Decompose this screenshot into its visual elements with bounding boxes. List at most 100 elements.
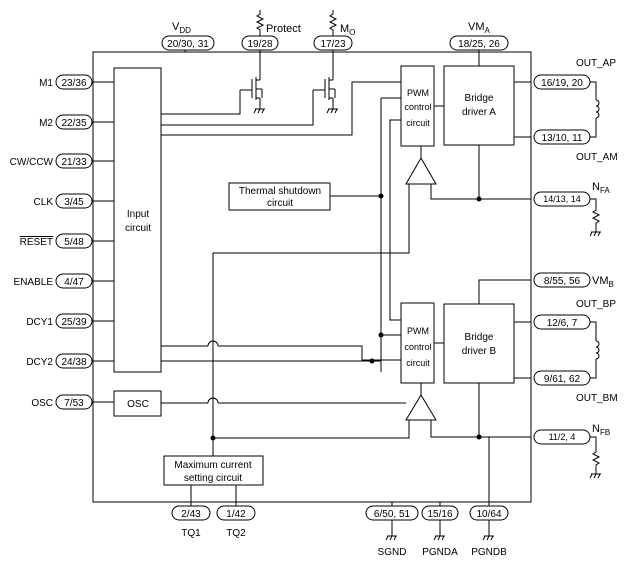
left-pin-number: 4/47 xyxy=(64,277,84,288)
svg-text:Bridge: Bridge xyxy=(465,332,494,343)
left-pin-number: 7/53 xyxy=(64,398,84,409)
left-pin-reset: RESET 5/48 xyxy=(20,233,114,249)
svg-text:20/30, 31: 20/30, 31 xyxy=(167,39,209,50)
svg-text:PGNDB: PGNDB xyxy=(471,547,507,558)
svg-text:circuit: circuit xyxy=(406,118,430,128)
comparator-b xyxy=(405,394,437,421)
left-pin-label: CLK xyxy=(34,197,54,208)
svg-text:driver B: driver B xyxy=(462,346,497,357)
svg-text:MO: MO xyxy=(340,23,355,37)
right-pin-out-am: 13/10, 11 OUT_AM xyxy=(533,129,618,163)
left-pin-m2: M2 22/35 xyxy=(39,114,114,130)
comparator-a xyxy=(405,156,437,185)
bridge-driver-b-block: Bridge driver B xyxy=(443,303,515,384)
right-pin-nfb: 11/2, 4 NFB xyxy=(533,423,610,479)
left-pin-label: M2 xyxy=(39,118,53,129)
left-pin-number: 5/48 xyxy=(64,237,84,248)
svg-text:10/64: 10/64 xyxy=(476,509,501,520)
svg-text:PGNDA: PGNDA xyxy=(422,547,458,558)
pwm-control-a-block: PWM control circuit xyxy=(400,65,435,147)
motor-coil-b xyxy=(590,321,600,379)
left-pin-label: RESET xyxy=(20,237,53,248)
right-pin-out-bm: 9/61, 62 OUT_BM xyxy=(533,370,618,404)
svg-text:OUT_AM: OUT_AM xyxy=(576,152,618,163)
svg-text:VMB: VMB xyxy=(592,275,614,289)
bottom-pin-tq2: 1/42 TQ2 xyxy=(216,505,256,539)
top-pin-mo: MO 17/23 xyxy=(313,10,355,51)
pwm-control-b-block: PWM control circuit xyxy=(400,302,435,384)
svg-text:PWM: PWM xyxy=(407,88,429,98)
thermal-shutdown-block: Thermal shutdown circuit xyxy=(228,182,331,211)
svg-text:15/16: 15/16 xyxy=(427,509,452,520)
left-pin-label: CW/CCW xyxy=(10,157,54,168)
svg-text:14/13, 14: 14/13, 14 xyxy=(543,194,581,204)
left-pin-dcy2: DCY2 24/38 xyxy=(26,353,114,369)
input-circuit-block: Input circuit xyxy=(113,67,162,373)
svg-text:circuit: circuit xyxy=(267,198,293,209)
svg-text:6/50, 51: 6/50, 51 xyxy=(374,509,411,520)
left-pin-number: 21/33 xyxy=(61,157,86,168)
bottom-pin-sgnd: 6/50, 51 SGND xyxy=(365,505,419,558)
junction-dots xyxy=(210,193,482,441)
svg-text:8/55, 56: 8/55, 56 xyxy=(544,276,581,287)
svg-text:Input: Input xyxy=(127,209,149,220)
svg-text:13/10, 11: 13/10, 11 xyxy=(542,133,583,144)
left-pin-clk: CLK 3/45 xyxy=(34,193,114,209)
svg-text:setting circuit: setting circuit xyxy=(184,473,243,484)
right-pin-vmb: 8/55, 56 VMB xyxy=(533,272,614,289)
bottom-pin-tq1: 2/43 TQ1 xyxy=(171,505,211,539)
bottom-pin-pgndb: 10/64 PGNDB xyxy=(469,505,509,558)
osc-block: OSC xyxy=(113,390,162,417)
svg-text:18/25, 26: 18/25, 26 xyxy=(458,39,500,50)
right-pin-out-bp: 12/6, 7 OUT_BP xyxy=(533,299,616,330)
svg-text:OUT_BP: OUT_BP xyxy=(576,299,616,310)
svg-text:NFA: NFA xyxy=(592,181,610,195)
svg-text:9/61, 62: 9/61, 62 xyxy=(544,374,581,385)
svg-text:17/23: 17/23 xyxy=(320,39,345,50)
svg-text:12/6, 7: 12/6, 7 xyxy=(547,318,578,329)
left-pin-number: 22/35 xyxy=(61,118,86,129)
svg-text:Bridge: Bridge xyxy=(465,93,494,104)
left-pin-label: DCY2 xyxy=(26,357,53,368)
svg-text:Thermal shutdown: Thermal shutdown xyxy=(239,186,321,197)
internal-wiring xyxy=(161,48,531,536)
left-pin-cw-ccw: CW/CCW 21/33 xyxy=(10,153,114,169)
left-pin-number: 23/36 xyxy=(61,78,86,89)
mo-mosfet xyxy=(312,50,338,114)
svg-text:Maximum current: Maximum current xyxy=(174,460,251,471)
top-pin-protect: Protect 19/28 xyxy=(241,10,301,51)
top-pin-vma: VMA 18/25, 26 xyxy=(449,21,509,51)
left-pin-label: ENABLE xyxy=(14,277,54,288)
top-pin-vdd: VDD 20/30, 31 xyxy=(161,21,215,51)
left-pin-number: 24/38 xyxy=(61,357,86,368)
left-pin-osc: OSC 7/53 xyxy=(31,394,114,410)
svg-text:TQ1: TQ1 xyxy=(181,528,201,539)
svg-text:TQ2: TQ2 xyxy=(226,528,246,539)
left-pin-number: 25/39 xyxy=(61,317,86,328)
svg-text:OUT_AP: OUT_AP xyxy=(576,58,616,69)
left-pin-label: OSC xyxy=(31,398,53,409)
svg-text:Protect: Protect xyxy=(266,23,301,35)
right-pin-out-ap: 16/19, 20 OUT_AP xyxy=(533,58,616,90)
svg-text:control: control xyxy=(404,102,431,112)
svg-text:circuit: circuit xyxy=(125,223,151,234)
svg-text:PWM: PWM xyxy=(407,326,429,336)
right-pin-nfa: 14/13, 14 NFA xyxy=(533,181,610,237)
svg-text:OSC: OSC xyxy=(127,399,149,410)
svg-text:control: control xyxy=(404,342,431,352)
left-pin-number: 3/45 xyxy=(64,197,84,208)
svg-text:NFB: NFB xyxy=(592,423,610,437)
bridge-driver-a-block: Bridge driver A xyxy=(443,65,515,146)
motor-coil-a xyxy=(590,81,600,138)
svg-text:OUT_BM: OUT_BM xyxy=(576,393,618,404)
svg-text:circuit: circuit xyxy=(406,358,430,368)
svg-text:VMA: VMA xyxy=(468,21,491,35)
svg-text:19/28: 19/28 xyxy=(247,39,272,50)
max-current-setting-block: Maximum current setting circuit xyxy=(163,455,264,486)
svg-text:SGND: SGND xyxy=(378,547,407,558)
left-pin-enable: ENABLE 4/47 xyxy=(14,273,114,289)
svg-text:16/19, 20: 16/19, 20 xyxy=(541,78,583,89)
